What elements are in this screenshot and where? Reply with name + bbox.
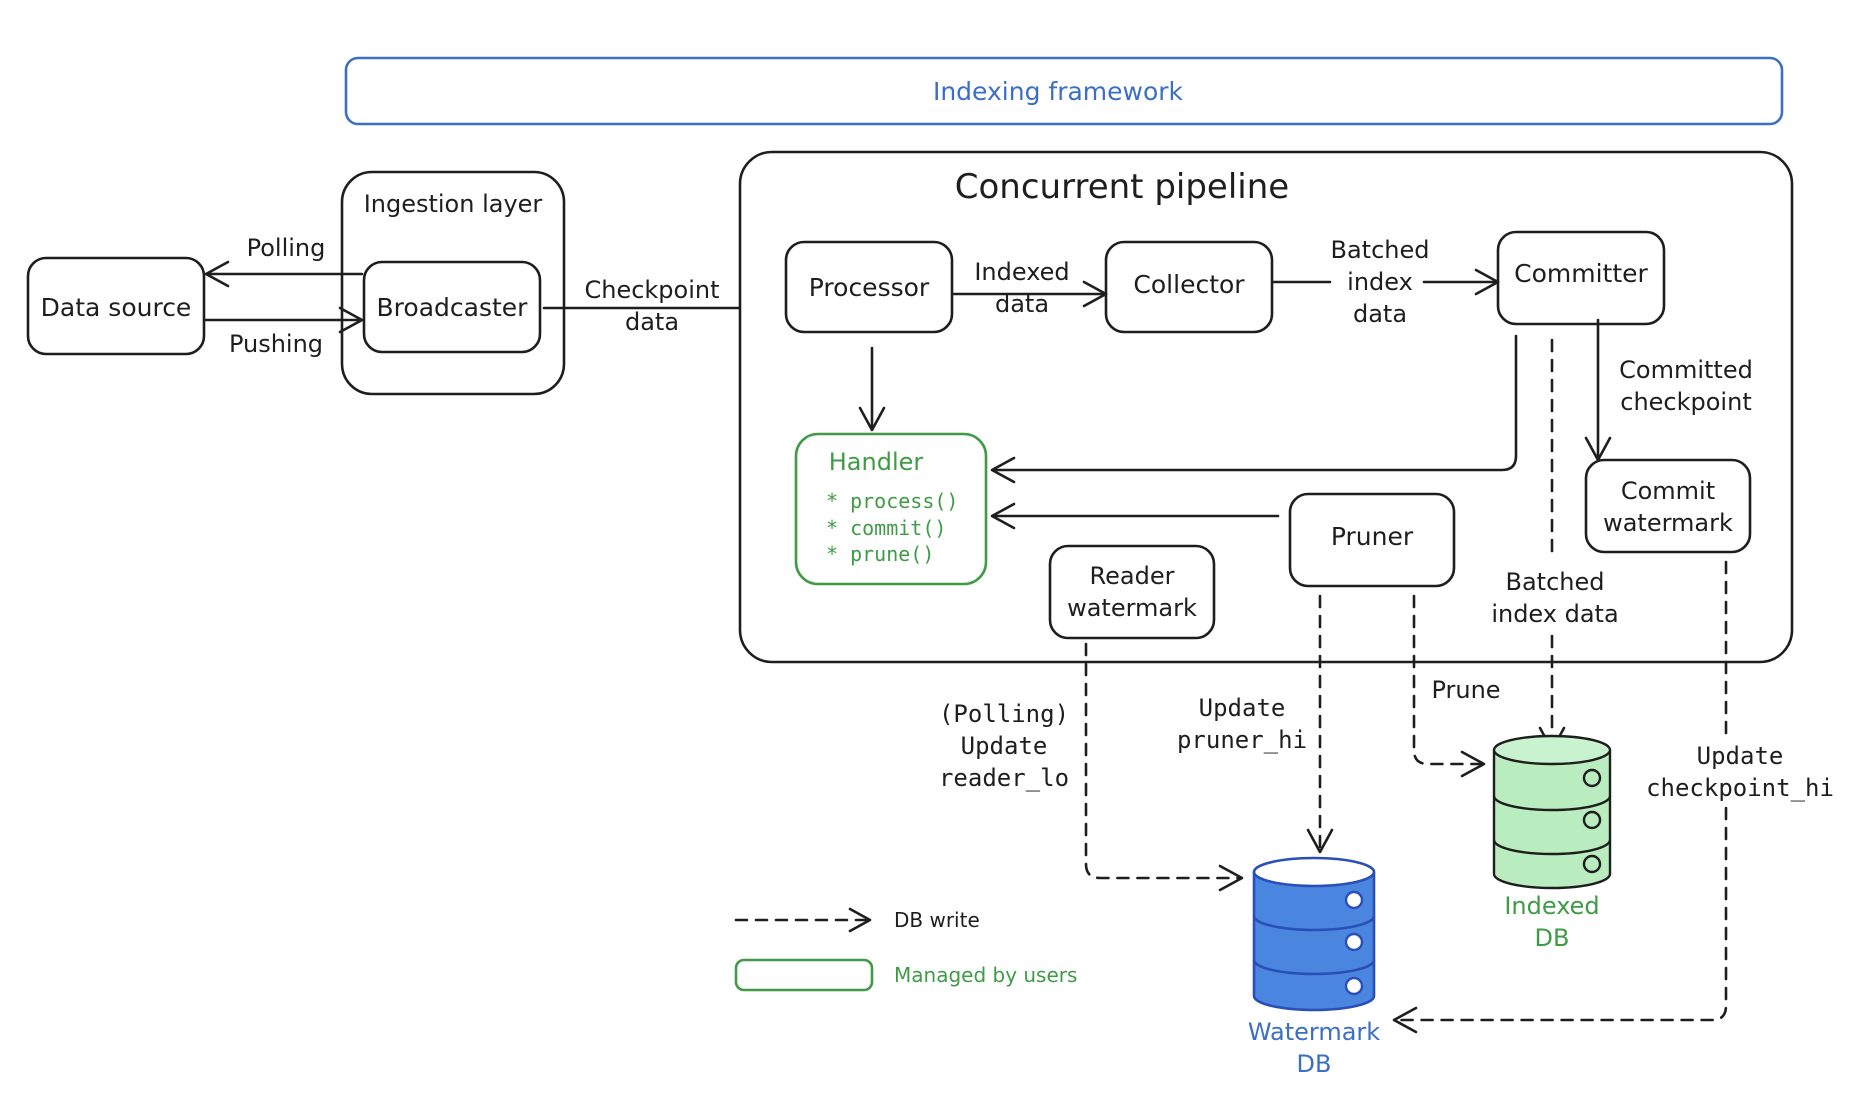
committed-checkpoint-label-1: Committed xyxy=(1619,356,1753,384)
arrow-head-icon xyxy=(1392,1006,1418,1034)
handler-box xyxy=(794,432,988,586)
concurrent-pipeline-title: Concurrent pipeline xyxy=(955,167,1289,207)
indexed-data-label-1: Indexed xyxy=(974,258,1069,286)
indexed-db-label-2: DB xyxy=(1535,924,1570,952)
handler-method-prune: * prune() xyxy=(826,542,934,566)
update-pruner-hi-label-1: Update xyxy=(1199,694,1286,722)
update-reader-lo-label-2: Update xyxy=(961,732,1048,760)
indexed-data-label-2: data xyxy=(995,290,1049,318)
batched-index-data-label-2: index data xyxy=(1491,600,1618,628)
arrow-head-icon xyxy=(990,456,1016,484)
arrow-head-icon xyxy=(858,406,886,432)
arrow-head-icon xyxy=(1306,828,1334,854)
arrow-head-icon xyxy=(204,260,230,288)
prune-db-write-arrow xyxy=(1412,594,1484,766)
legend-managed-swatch xyxy=(734,958,874,992)
watermark-db-label-1: Watermark xyxy=(1248,1018,1380,1046)
reader-watermark-box xyxy=(1048,544,1216,640)
arrow-head-icon xyxy=(990,502,1016,530)
commit-watermark-label-2: watermark xyxy=(1603,509,1733,537)
processor-label: Processor xyxy=(809,273,930,302)
handler-method-commit: * commit() xyxy=(826,516,946,540)
collector-box xyxy=(1104,240,1274,334)
arrow-head-icon xyxy=(1082,280,1108,308)
update-reader-lo-label-3: reader_lo xyxy=(939,764,1069,792)
reader-watermark-label-1: Reader xyxy=(1090,562,1175,590)
checkpoint-data-label-2: data xyxy=(625,308,679,336)
update-pruner-hi-label-2: pruner_hi xyxy=(1177,726,1307,754)
pushing-label: Pushing xyxy=(229,330,323,358)
batched-label-1: Batched xyxy=(1331,236,1430,264)
indexed-db-cylinder-icon xyxy=(1492,734,1612,890)
data-source-box xyxy=(26,256,206,356)
update-checkpoint-hi-label-1: Update xyxy=(1697,742,1784,770)
framework-label: Indexing framework xyxy=(933,77,1184,106)
handler-method-process: * process() xyxy=(826,489,958,513)
framework-banner xyxy=(344,56,1784,126)
update-reader-lo-label-1: (Polling) xyxy=(939,700,1069,728)
legend-managed-label: Managed by users xyxy=(894,963,1077,987)
arrow-head-icon xyxy=(1460,750,1486,778)
reader-lo-db-write-arrow xyxy=(1084,642,1242,880)
ingestion-layer-title: Ingestion layer xyxy=(364,190,543,218)
checkpoint-data-label-1: Checkpoint xyxy=(584,276,719,304)
update-checkpoint-hi-label-2: checkpoint_hi xyxy=(1646,774,1834,802)
arrow-head-icon xyxy=(338,306,364,334)
arrow-head-icon xyxy=(848,907,872,933)
legend-db-write-label: DB write xyxy=(894,908,980,932)
broadcaster-box xyxy=(362,260,542,354)
batched-label-3: data xyxy=(1353,300,1407,328)
handler-title: Handler xyxy=(829,448,924,476)
processor-box xyxy=(784,240,954,334)
committer-handler-arrow xyxy=(992,334,1518,472)
pruner-box xyxy=(1288,492,1456,588)
broadcaster-label: Broadcaster xyxy=(377,293,529,322)
reader-watermark-label-2: watermark xyxy=(1067,594,1197,622)
commit-watermark-label-1: Commit xyxy=(1621,477,1715,505)
collector-label: Collector xyxy=(1133,270,1245,299)
committed-checkpoint-label-2: checkpoint xyxy=(1620,388,1751,416)
committer-box xyxy=(1496,230,1666,326)
arrow-head-icon xyxy=(1218,864,1244,892)
pruner-label: Pruner xyxy=(1331,522,1414,551)
commit-watermark-box xyxy=(1584,458,1752,554)
polling-label: Polling xyxy=(247,234,326,262)
arrow-head-icon xyxy=(1474,268,1500,296)
watermark-db-label-2: DB xyxy=(1297,1050,1332,1078)
data-source-label: Data source xyxy=(41,293,192,322)
committer-label: Committer xyxy=(1514,259,1648,288)
indexed-db-label-1: Indexed xyxy=(1504,892,1599,920)
batched-label-2: index xyxy=(1347,268,1413,296)
checkpoint-hi-db-write-line-b xyxy=(1394,806,1728,1022)
batched-index-data-label-1: Batched xyxy=(1506,568,1605,596)
watermark-db-cylinder-icon xyxy=(1252,856,1376,1012)
prune-label: Prune xyxy=(1431,676,1500,704)
